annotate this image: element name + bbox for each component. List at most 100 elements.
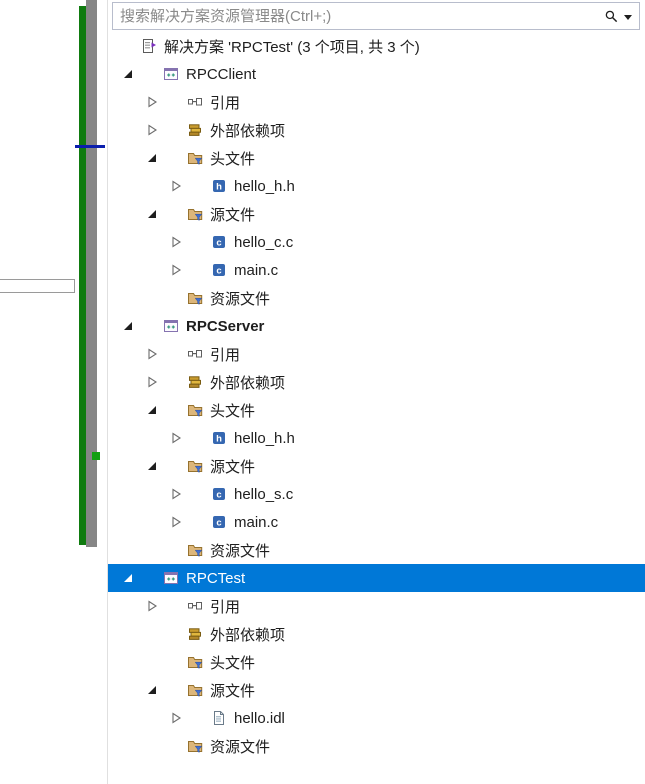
tree-item-label: 源文件: [210, 458, 256, 476]
expand-arrow-icon[interactable]: [168, 514, 184, 530]
file-c-icon: c: [210, 514, 228, 530]
tree-row[interactable]: 外部依赖项: [108, 116, 645, 144]
tree-item-label: 资源文件: [210, 738, 271, 756]
references-icon: [186, 94, 204, 110]
solution-explorer-tree: 解决方案 'RPCTest' (3 个项目, 共 3 个) RPCClient 引用…: [108, 32, 645, 784]
tree-item-label: 引用: [210, 346, 241, 364]
panel-left-border: [107, 0, 108, 784]
tree-item-label: 外部依赖项: [210, 122, 286, 140]
tree-item-label: 源文件: [210, 206, 256, 224]
collapse-arrow-icon[interactable]: [120, 570, 136, 586]
collapse-arrow-icon[interactable]: [144, 458, 160, 474]
tree-row[interactable]: c hello_s.c: [108, 480, 645, 508]
file-h-icon: h: [210, 178, 228, 194]
expand-arrow-icon[interactable]: [168, 486, 184, 502]
tree-row[interactable]: h hello_h.h: [108, 424, 645, 452]
expand-arrow-icon[interactable]: [144, 94, 160, 110]
svg-text:c: c: [216, 238, 221, 249]
folder-filter-icon: [186, 150, 204, 166]
tree-row[interactable]: 外部依赖项: [108, 368, 645, 396]
search-icon[interactable]: [604, 9, 619, 24]
tree-row[interactable]: RPCServer: [108, 312, 645, 340]
collapse-arrow-icon[interactable]: [120, 318, 136, 334]
expand-arrow-icon[interactable]: [168, 178, 184, 194]
folder-filter-icon: [186, 542, 204, 558]
collapse-arrow-icon[interactable]: [144, 402, 160, 418]
tree-item-label: hello_h.h: [234, 429, 295, 447]
tree-row[interactable]: 解决方案 'RPCTest' (3 个项目, 共 3 个): [108, 32, 645, 60]
references-icon: [186, 598, 204, 614]
file-c-icon: c: [210, 234, 228, 250]
svg-text:c: c: [216, 266, 221, 277]
expander-spacer: [120, 38, 136, 54]
tree-row[interactable]: 引用: [108, 340, 645, 368]
tree-item-label: 源文件: [210, 682, 256, 700]
tree-item-label: hello_s.c: [234, 485, 294, 503]
tree-row[interactable]: RPCClient: [108, 60, 645, 88]
tree-item-label: main.c: [234, 513, 279, 531]
tree-row[interactable]: RPCTest: [108, 564, 645, 592]
expand-arrow-icon[interactable]: [144, 374, 160, 390]
tree-row[interactable]: 外部依赖项: [108, 620, 645, 648]
file-c-icon: c: [210, 262, 228, 278]
tree-row[interactable]: 引用: [108, 592, 645, 620]
expand-arrow-icon[interactable]: [168, 262, 184, 278]
collapse-arrow-icon[interactable]: [144, 682, 160, 698]
tree-item-label: 外部依赖项: [210, 374, 286, 392]
expand-arrow-icon[interactable]: [144, 122, 160, 138]
project-icon: [162, 570, 180, 586]
svg-text:c: c: [216, 490, 221, 501]
folder-filter-icon: [186, 402, 204, 418]
tree-row[interactable]: 头文件: [108, 648, 645, 676]
expand-arrow-icon[interactable]: [168, 234, 184, 250]
collapse-arrow-icon[interactable]: [144, 206, 160, 222]
tree-row[interactable]: 引用: [108, 88, 645, 116]
project-icon: [162, 318, 180, 334]
tree-item-label: RPCClient: [186, 65, 257, 83]
tree-row[interactable]: 资源文件: [108, 536, 645, 564]
expander-spacer: [144, 626, 160, 642]
editor-change-bar: [79, 6, 86, 545]
expand-arrow-icon[interactable]: [168, 430, 184, 446]
collapse-arrow-icon[interactable]: [120, 66, 136, 82]
file-idl-icon: [210, 710, 228, 726]
expander-spacer: [144, 654, 160, 670]
expander-spacer: [144, 542, 160, 558]
expand-arrow-icon[interactable]: [168, 710, 184, 726]
expander-spacer: [144, 738, 160, 754]
svg-text:c: c: [216, 518, 221, 529]
folder-filter-icon: [186, 682, 204, 698]
expander-spacer: [144, 290, 160, 306]
tree-item-label: RPCTest: [186, 569, 246, 587]
references-icon: [186, 346, 204, 362]
tree-row[interactable]: c main.c: [108, 256, 645, 284]
tree-row[interactable]: 源文件: [108, 200, 645, 228]
tree-row[interactable]: 头文件: [108, 144, 645, 172]
collapse-arrow-icon[interactable]: [144, 150, 160, 166]
editor-margin-box: [0, 279, 75, 293]
tree-row[interactable]: hello.idl: [108, 704, 645, 732]
editor-scrollbar[interactable]: [86, 0, 97, 547]
file-h-icon: h: [210, 430, 228, 446]
svg-text:h: h: [216, 434, 222, 445]
tree-item-label: 头文件: [210, 654, 256, 672]
solution-explorer-search-box: [112, 2, 640, 30]
expand-arrow-icon[interactable]: [144, 346, 160, 362]
tree-row[interactable]: 资源文件: [108, 732, 645, 760]
folder-filter-icon: [186, 290, 204, 306]
tree-row[interactable]: 头文件: [108, 396, 645, 424]
search-input[interactable]: [113, 3, 604, 29]
tree-row[interactable]: 源文件: [108, 676, 645, 704]
search-dropdown-caret-icon[interactable]: [624, 13, 632, 20]
tree-row[interactable]: 源文件: [108, 452, 645, 480]
tree-item-label: main.c: [234, 261, 279, 279]
tree-item-label: 头文件: [210, 402, 256, 420]
change-marker-green: [92, 452, 100, 460]
tree-row[interactable]: 资源文件: [108, 284, 645, 312]
tree-item-label: 解决方案 'RPCTest' (3 个项目, 共 3 个): [164, 38, 420, 56]
folder-filter-icon: [186, 738, 204, 754]
expand-arrow-icon[interactable]: [144, 598, 160, 614]
tree-row[interactable]: c main.c: [108, 508, 645, 536]
